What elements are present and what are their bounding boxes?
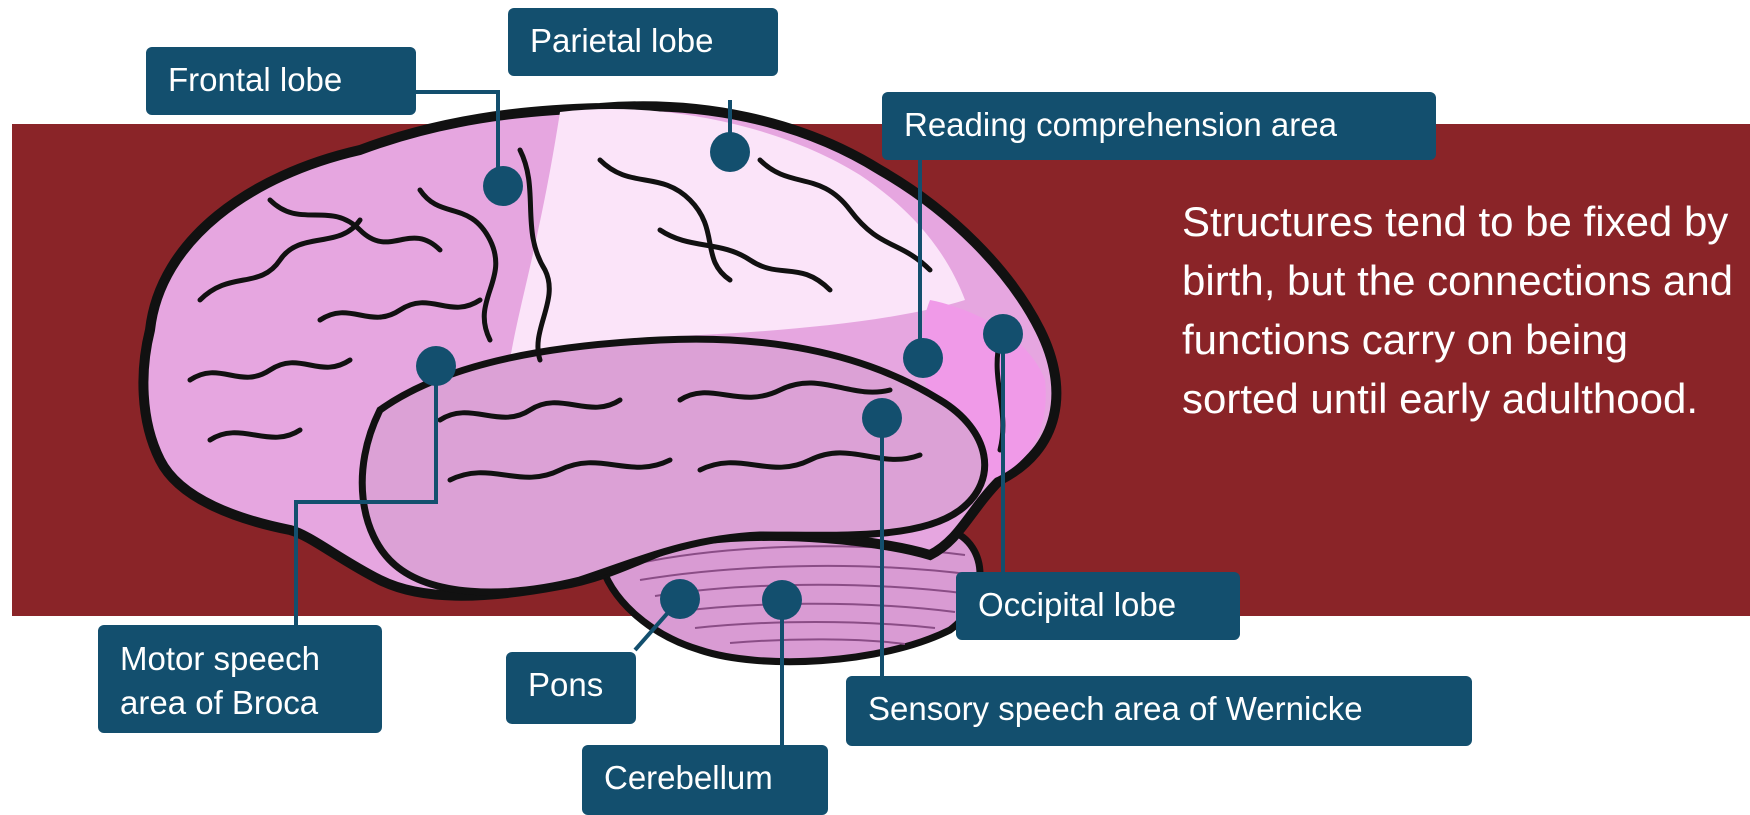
pons-marker	[660, 579, 700, 619]
label-cerebellum: Cerebellum	[582, 745, 828, 815]
motor-label-line2: area of Broca	[120, 681, 360, 725]
occipital-marker	[983, 314, 1023, 354]
cerebellum-marker	[762, 580, 802, 620]
motor-label-line1: Motor speech	[120, 637, 360, 681]
label-occipital-lobe: Occipital lobe	[956, 572, 1240, 640]
label-reading-comprehension-area: Reading comprehension area	[882, 92, 1436, 160]
reading-marker	[903, 338, 943, 378]
label-parietal-lobe: Parietal lobe	[508, 8, 778, 76]
statement-text: Structures tend to be fixed by birth, bu…	[1182, 192, 1742, 428]
label-sensory-speech-area-wernicke: Sensory speech area of Wernicke	[846, 676, 1472, 746]
label-motor-speech-area: Motor speech area of Broca	[98, 625, 382, 733]
frontal-marker	[483, 166, 523, 206]
label-frontal-lobe: Frontal lobe	[146, 47, 416, 115]
wernicke-marker	[862, 398, 902, 438]
broca-marker	[416, 346, 456, 386]
label-pons: Pons	[506, 652, 636, 724]
parietal-marker	[710, 132, 750, 172]
